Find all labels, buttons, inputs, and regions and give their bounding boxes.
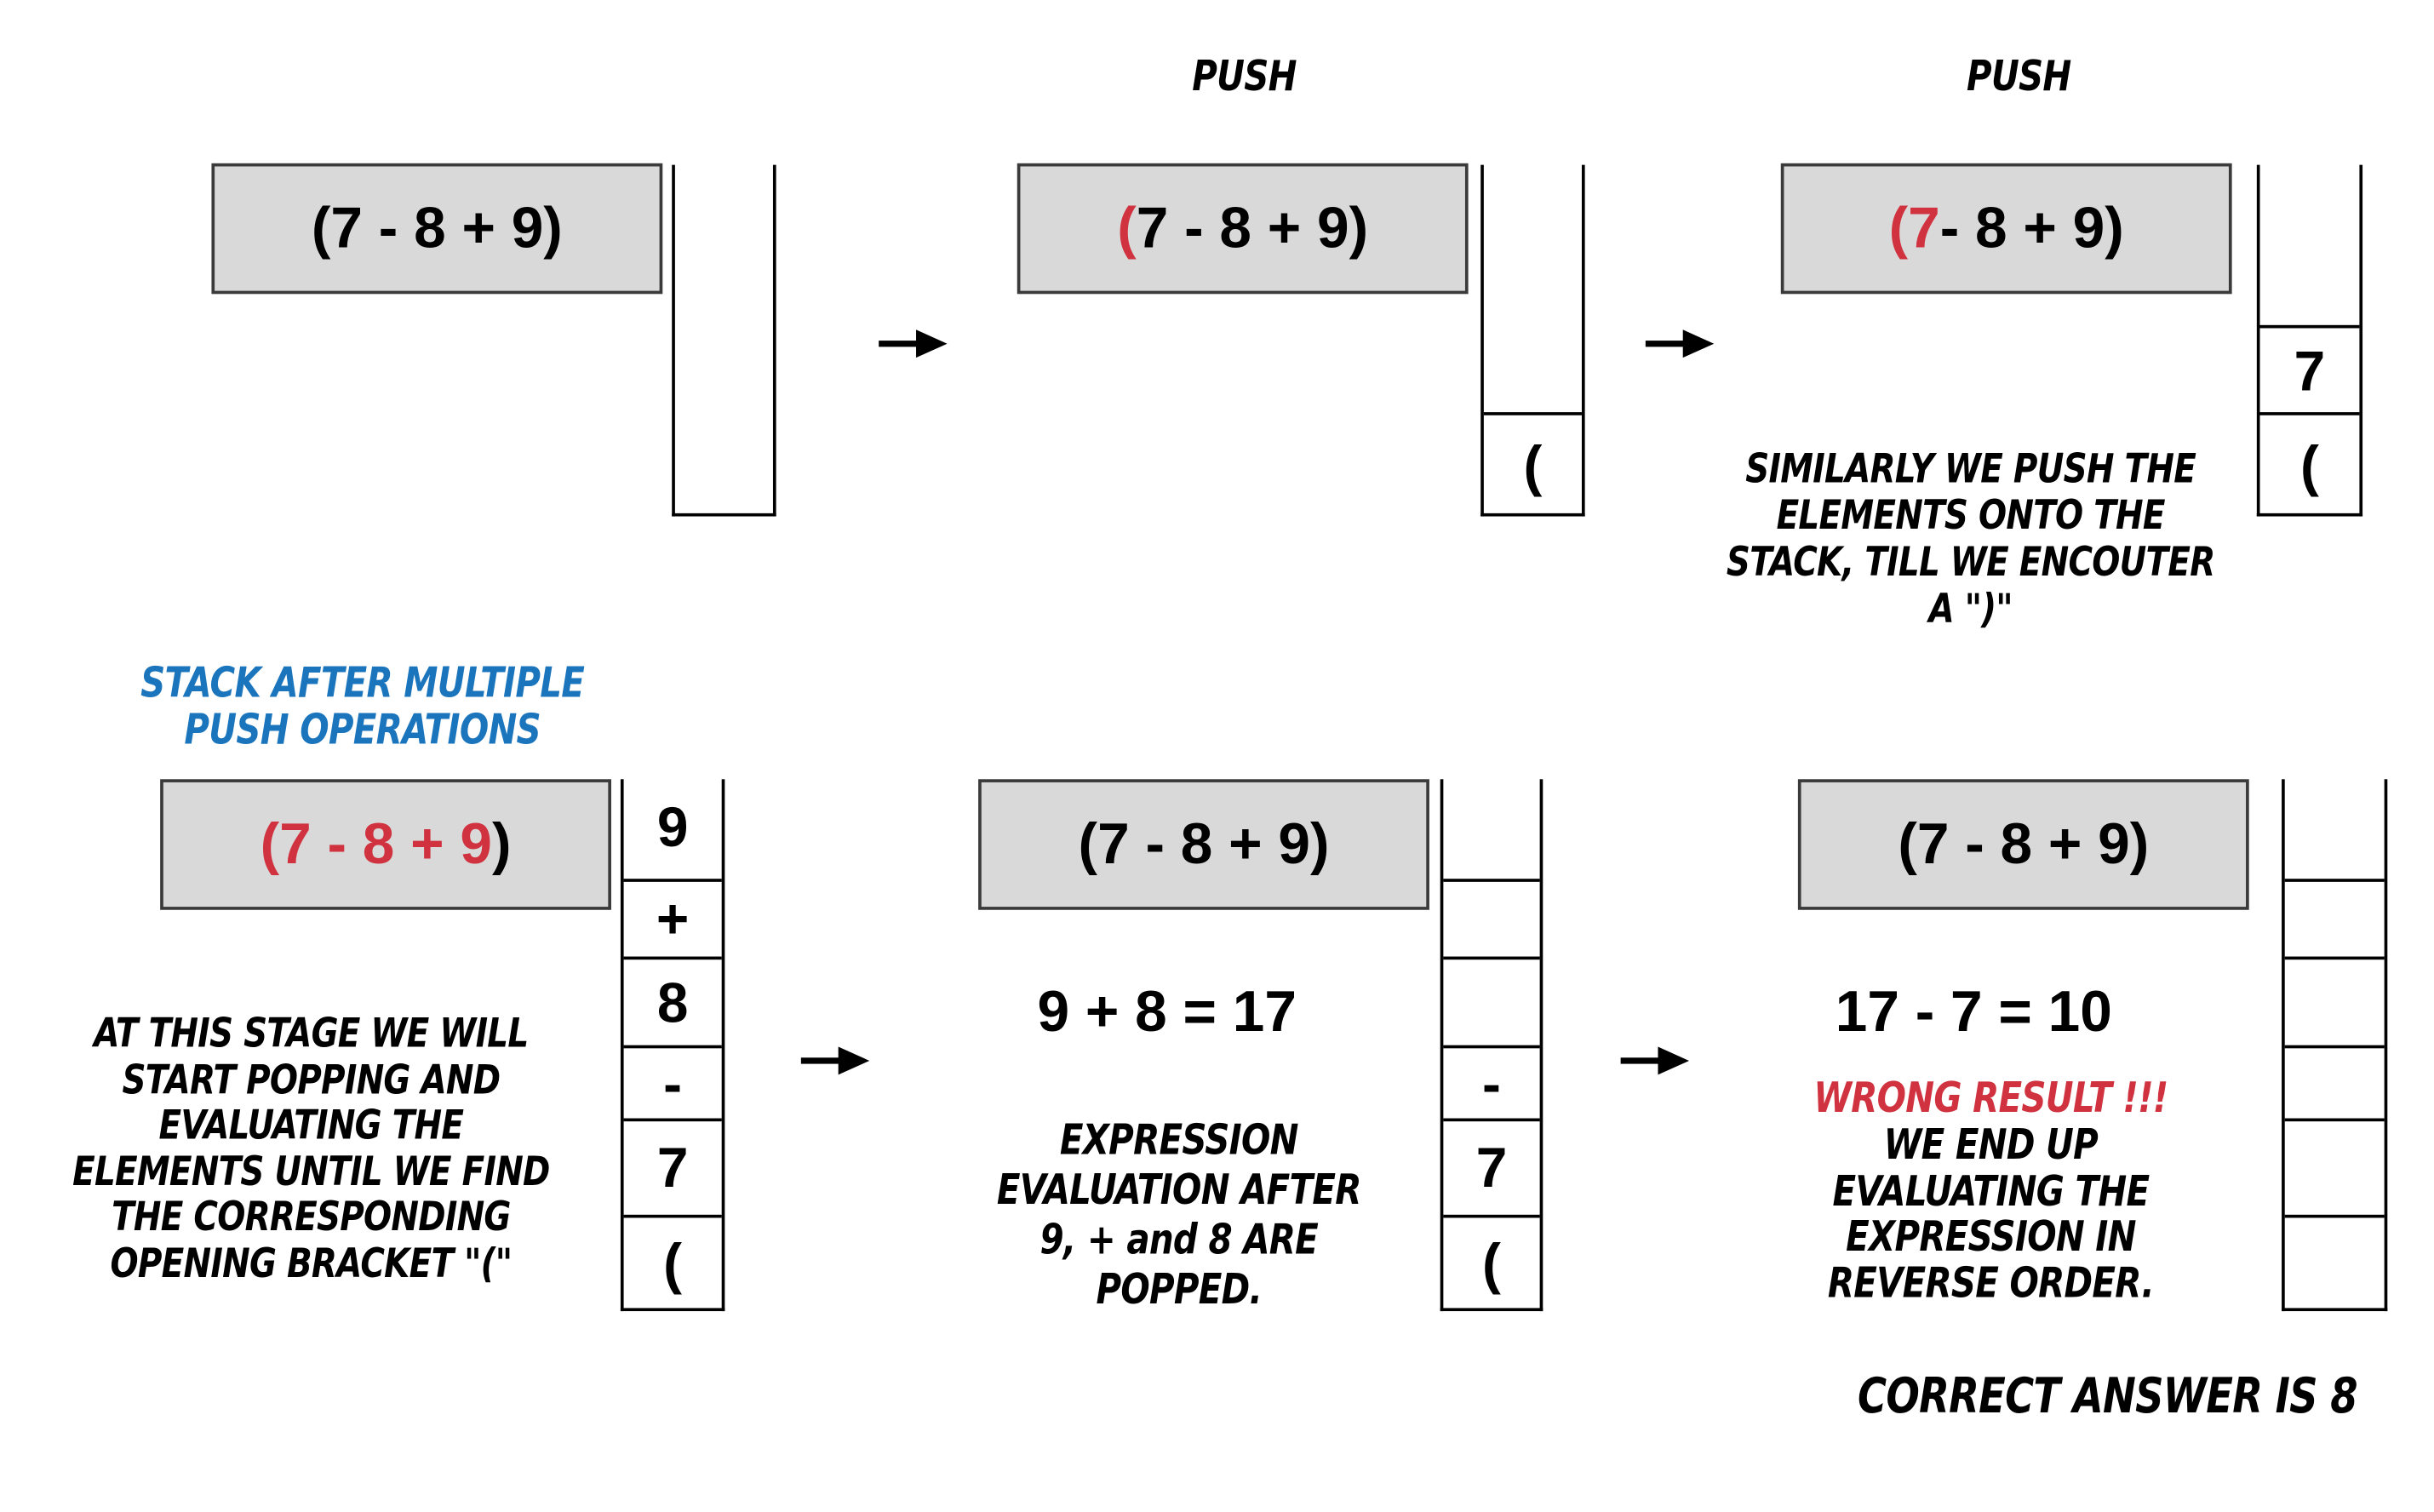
expression-highlight: (7 - 8 + 9 [260, 811, 493, 876]
expression-box-step6: (7 - 8 + 9) [1797, 779, 2249, 910]
stack-empty-cell [1443, 956, 1540, 1045]
stack-cell: 7 [623, 1118, 722, 1215]
stack-cell: 8 [623, 956, 722, 1045]
expression-highlight: ( [1117, 196, 1137, 261]
arrow-right-icon [1645, 329, 1715, 358]
expression-rest: 7 - 8 + 9) [1136, 196, 1369, 261]
note-similarly: SIMILARLY WE PUSH THE ELEMENTS ONTO THE … [1726, 446, 2215, 633]
stack-empty-cell [1443, 879, 1540, 956]
arrow-right-icon [800, 1046, 870, 1075]
expression-rest: ) [492, 811, 512, 876]
stack-cell: ( [623, 1214, 722, 1311]
stack-empty-cell [2284, 1045, 2385, 1119]
stack-empty-cell [2284, 879, 2385, 956]
note-wrong-result: WRONG RESULT !!! [1813, 1074, 2168, 1124]
stack-cell: 9 [656, 794, 689, 859]
push-label-2: PUSH [1967, 53, 2071, 101]
stack-step2: ( [1480, 164, 1585, 517]
expression-text: (7 - 8 + 9) [311, 196, 563, 261]
note-at-this-stage: AT THIS STAGE WE WILL START POPPING AND … [72, 1011, 550, 1287]
expression-text: (7 - 8 + 9) [1898, 811, 2150, 876]
stack-empty-cell [2284, 1118, 2385, 1215]
arrow-right-icon [879, 329, 948, 358]
expression-rest: - 8 + 9) [1939, 196, 2124, 261]
stack-cell: + [623, 879, 722, 956]
note-after-push: STACK AFTER MULTIPLE PUSH OPERATIONS [140, 659, 585, 755]
stack-empty-cell [2284, 1214, 2385, 1311]
stack-cell: ( [1483, 412, 1582, 516]
arrow-right-icon [1620, 1046, 1690, 1075]
stack-step5: - 7 ( [1440, 779, 1543, 1312]
note-expr-eval: EXPRESSION EVALUATION AFTER 9, + and 8 A… [996, 1116, 1362, 1314]
note-reverse-order: WE END UP EVALUATING THE EXPRESSION IN R… [1827, 1121, 2155, 1308]
expression-highlight: (7 [1888, 196, 1940, 261]
stack-empty-cell [2284, 956, 2385, 1045]
expression-box-step1: (7 - 8 + 9) [211, 163, 663, 295]
expression-box-step4: (7 - 8 + 9) [160, 779, 611, 910]
expression-text: (7 - 8 + 9) [1078, 811, 1330, 876]
stack-cell: - [1443, 1045, 1540, 1119]
note-correct-answer: CORRECT ANSWER IS 8 [1858, 1368, 2358, 1425]
push-label-1: PUSH [1192, 53, 1297, 101]
stack-cell: 7 [2259, 324, 2360, 414]
stack-cell: ( [1443, 1214, 1540, 1311]
stack-cell: 7 [1443, 1118, 1540, 1215]
expression-box-step5: (7 - 8 + 9) [978, 779, 1429, 910]
stack-step6 [2282, 779, 2388, 1312]
stack-cell: ( [2259, 412, 2360, 516]
equation-second: 17 - 7 = 10 [1835, 979, 2112, 1044]
stack-step1 [672, 164, 776, 517]
expression-box-step3: (7 - 8 + 9) [1780, 163, 2232, 295]
expression-box-step2: (7 - 8 + 9) [1017, 163, 1469, 295]
equation-first: 9 + 8 = 17 [1037, 979, 1297, 1044]
stack-step4: 9 + 8 - 7 ( [620, 779, 725, 1312]
stack-cell: - [623, 1045, 722, 1119]
stack-step3: 7 ( [2256, 164, 2363, 517]
